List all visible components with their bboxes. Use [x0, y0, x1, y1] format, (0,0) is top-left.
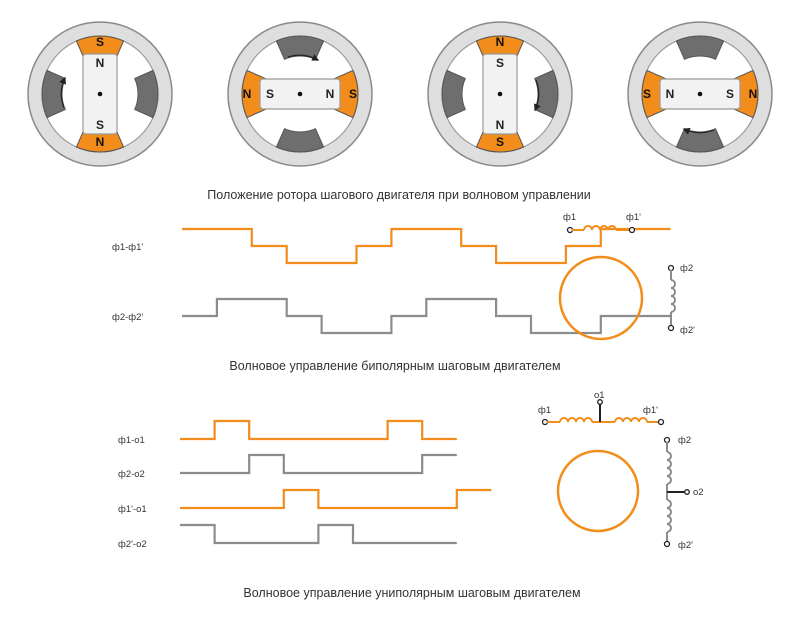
waveform-trace: [182, 297, 671, 335]
stator-pole-bottom: [275, 128, 325, 153]
bipolar-coil-b: ф2 ф2': [667, 263, 695, 336]
bipolar-coil-a: ф1 ф1': [563, 212, 641, 234]
caption-rotor-positions: Положение ротора шагового двигателя при …: [207, 188, 590, 202]
waveform: ф1-ф1': [112, 227, 671, 265]
unipolar-rotor-circle: [556, 449, 640, 533]
waveform-label: ф1-ф1': [112, 242, 143, 253]
rotation-arrow: [59, 76, 67, 109]
waveform: ф1'-о1: [118, 488, 492, 515]
unipolar-waveforms: ф1-о1 ф2-о2 ф1'-о1 ф2'-о2: [118, 419, 492, 550]
rotor-axis-dot: [497, 91, 503, 97]
waveform-label: ф2-ф2': [112, 312, 143, 323]
pole-label-bottom: N: [96, 135, 105, 149]
rotor-pole-right: N: [326, 87, 335, 101]
unipolar-coil-b: ф2 о2 ф2': [663, 435, 704, 551]
coil-label-f1: ф1: [538, 405, 551, 416]
coil-label-f2: ф2: [680, 263, 693, 274]
waveform-label: ф2'-о2: [118, 539, 147, 550]
rotor-pole-right: S: [726, 87, 734, 101]
waveform-label: ф1'-о1: [118, 504, 147, 515]
stator-pole-top: [275, 35, 325, 60]
coil-label-o1: о1: [594, 390, 605, 401]
coil-label-f1: ф1: [563, 212, 576, 223]
rotor-axis-dot: [297, 91, 303, 97]
coil-label-f1-prime: ф1': [626, 212, 641, 223]
bipolar-coil-schematic: ф1 ф1' ф2 ф2': [558, 212, 695, 341]
coil-label-f2: ф2: [678, 435, 691, 446]
rotor-pole-left: S: [266, 87, 274, 101]
waveform-label: ф2-о2: [118, 469, 145, 480]
rotation-arrow: [533, 79, 541, 112]
waveform: ф2'-о2: [118, 523, 457, 550]
waveform-trace: [180, 523, 457, 545]
waveform-trace: [180, 453, 457, 475]
pole-label-left: N: [243, 87, 252, 101]
stator-pole-top: [675, 35, 725, 60]
coil-label-f1-prime: ф1': [643, 405, 658, 416]
rotor-pole-bottom: S: [96, 118, 104, 132]
pole-label-bottom: S: [496, 135, 504, 149]
waveform-label: ф1-о1: [118, 435, 145, 446]
pole-label-top: N: [496, 35, 505, 49]
bipolar-rotor-circle: [558, 255, 644, 341]
waveform-trace: [182, 227, 671, 265]
coil-label-o2: о2: [693, 487, 704, 498]
waveform: ф2-ф2': [112, 297, 671, 335]
unipolar-coil-schematic: ф1 о1 ф1' ф2 о2 ф2': [538, 390, 704, 551]
rotor-pole-bottom: N: [496, 118, 505, 132]
unipolar-coil-a: ф1 о1 ф1': [538, 390, 665, 426]
waveform: ф1-о1: [118, 419, 457, 446]
rotor-axis-dot: [97, 91, 103, 97]
pole-label-left: S: [643, 87, 651, 101]
waveform-trace: [180, 488, 492, 510]
caption-bipolar: Волновое управление биполярным шаговым д…: [229, 359, 560, 373]
waveform: ф2-о2: [118, 453, 457, 480]
rotation-arrow: [682, 127, 715, 135]
stator-pole-left: [441, 69, 466, 119]
pole-label-top: S: [96, 35, 104, 49]
coil-label-f2-prime: ф2': [678, 540, 693, 551]
waveform-trace: [180, 419, 457, 441]
coil-label-f2-prime: ф2': [680, 325, 695, 336]
rotor-pole-top: S: [496, 56, 504, 70]
rotation-arrow: [287, 54, 320, 61]
pole-label-right: S: [349, 87, 357, 101]
caption-unipolar: Волновое управление униполярным шаговым …: [243, 586, 580, 600]
bipolar-waveforms: ф1-ф1' ф2-ф2': [112, 227, 671, 335]
pole-label-right: N: [749, 87, 758, 101]
stator-pole-right: [134, 69, 159, 119]
rotor-pole-top: N: [96, 56, 105, 70]
rotor-pole-left: N: [666, 87, 675, 101]
rotor-axis-dot: [697, 91, 703, 97]
